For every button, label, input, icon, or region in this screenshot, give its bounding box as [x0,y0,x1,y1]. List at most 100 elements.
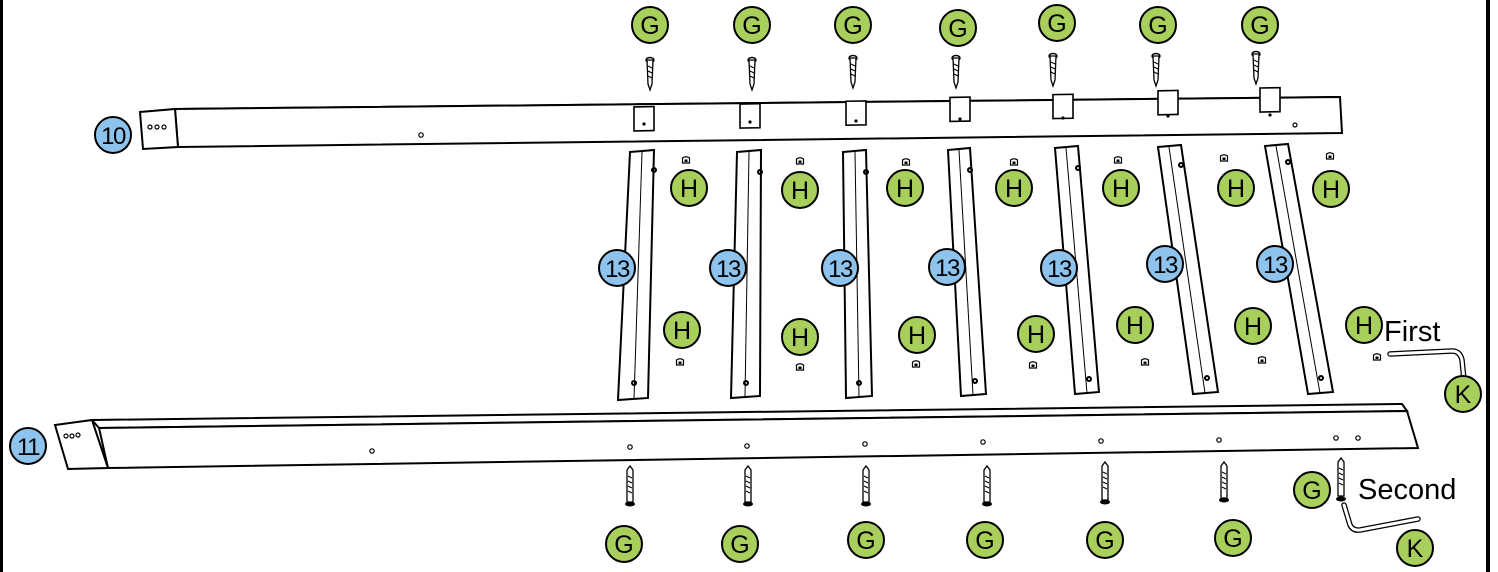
label-screw: G [1139,6,1177,44]
label-screw: G [1214,519,1252,557]
svg-text:H: H [1355,312,1373,340]
svg-text:G: G [1148,12,1167,40]
label-screw: G [721,525,759,563]
label-screw: G [1241,6,1279,44]
label-screw: G [1086,521,1124,559]
svg-text:K: K [1455,381,1472,409]
note-second: Second [1358,474,1456,506]
svg-text:13: 13 [1263,252,1288,279]
svg-text:G: G [730,531,749,559]
label-nut: H [1017,315,1055,353]
label-screw: G [1038,4,1076,42]
svg-text:H: H [1244,313,1262,341]
svg-text:H: H [1227,175,1245,203]
svg-text:11: 11 [17,434,40,461]
bottom-screw-2 [743,464,753,507]
label-screw: G [733,6,771,44]
svg-text:H: H [1005,175,1023,203]
svg-text:H: H [1322,176,1340,204]
frame-right-edge [1486,0,1490,572]
slat-7 [1263,142,1335,396]
top-screw-2 [747,56,757,93]
label-screw: G [966,521,1004,559]
label-top-rail: 10 [94,116,132,154]
label-nut: H [898,316,936,354]
svg-text:13: 13 [716,256,741,283]
svg-text:G: G [640,12,659,40]
svg-text:H: H [791,324,809,352]
top-screw-7 [1251,50,1261,87]
label-slat: 13 [1146,245,1184,283]
svg-text:K: K [1407,535,1424,563]
label-slat: 13 [1040,249,1078,287]
label-slat: 13 [1256,245,1294,283]
svg-text:G: G [1047,10,1066,38]
svg-text:H: H [908,322,926,350]
svg-text:H: H [1126,312,1144,340]
slat-1 [616,148,657,402]
svg-text:G: G [948,15,967,43]
label-nut: H [886,169,924,207]
bottom-screw-5 [1100,460,1110,505]
svg-text:G: G [843,12,862,40]
label-nut: H [663,311,701,349]
note-first: First [1384,316,1440,348]
svg-text:13: 13 [935,255,960,282]
label-slat: 13 [928,248,966,286]
label-nut: H [1102,169,1140,207]
label-nut: H [995,169,1033,207]
label-slat: 13 [709,249,747,287]
bottom-screw-6 [1219,460,1229,503]
svg-text:13: 13 [605,256,630,283]
bottom-screws [625,456,1346,507]
slat-6 [1156,143,1220,396]
svg-text:G: G [1095,527,1114,555]
label-slat: 13 [598,249,636,287]
top-screws [645,50,1261,93]
svg-text:G: G [614,531,633,559]
svg-text:H: H [1112,175,1130,203]
label-screw: G [631,6,669,44]
label-wrench: K [1444,375,1482,413]
label-slat: 13 [821,249,859,287]
top-screw-1 [645,56,655,93]
label-wrench: K [1396,529,1434,567]
top-screw-6 [1151,52,1161,89]
label-screw: G [939,9,977,47]
label-nut: H [1312,170,1350,208]
label-nut: H [1217,169,1255,207]
label-nut: H [781,171,819,209]
svg-text:10: 10 [101,123,126,150]
bottom-rail [53,402,1420,471]
bottom-screw-4 [982,464,992,507]
svg-text:13: 13 [1153,252,1178,279]
svg-text:H: H [673,317,691,345]
label-nut: H [1234,307,1272,345]
svg-text:G: G [856,527,875,555]
top-screw-4 [951,54,961,91]
allen-wrench-second [1341,502,1421,533]
label-screw: G [1293,471,1331,509]
svg-text:H: H [791,177,809,205]
svg-text:G: G [1250,12,1269,40]
svg-text:G: G [742,12,761,40]
allen-wrench-first [1387,348,1467,383]
label-bottom-rail: 11 [9,427,47,465]
label-nut: H [1345,306,1383,344]
label-screw: G [847,521,885,559]
svg-text:H: H [896,175,914,203]
svg-text:H: H [1027,321,1045,349]
svg-text:H: H [680,175,698,203]
top-screw-5 [1048,52,1058,89]
bottom-screw-1 [625,464,635,507]
bottom-screw-detail [1336,456,1346,502]
label-nut: H [670,169,708,207]
svg-text:G: G [1223,525,1242,553]
slat-4 [946,146,988,398]
label-screw: G [605,525,643,563]
top-rail [138,86,1344,151]
label-nut: H [781,318,819,356]
top-screw-3 [848,54,858,91]
